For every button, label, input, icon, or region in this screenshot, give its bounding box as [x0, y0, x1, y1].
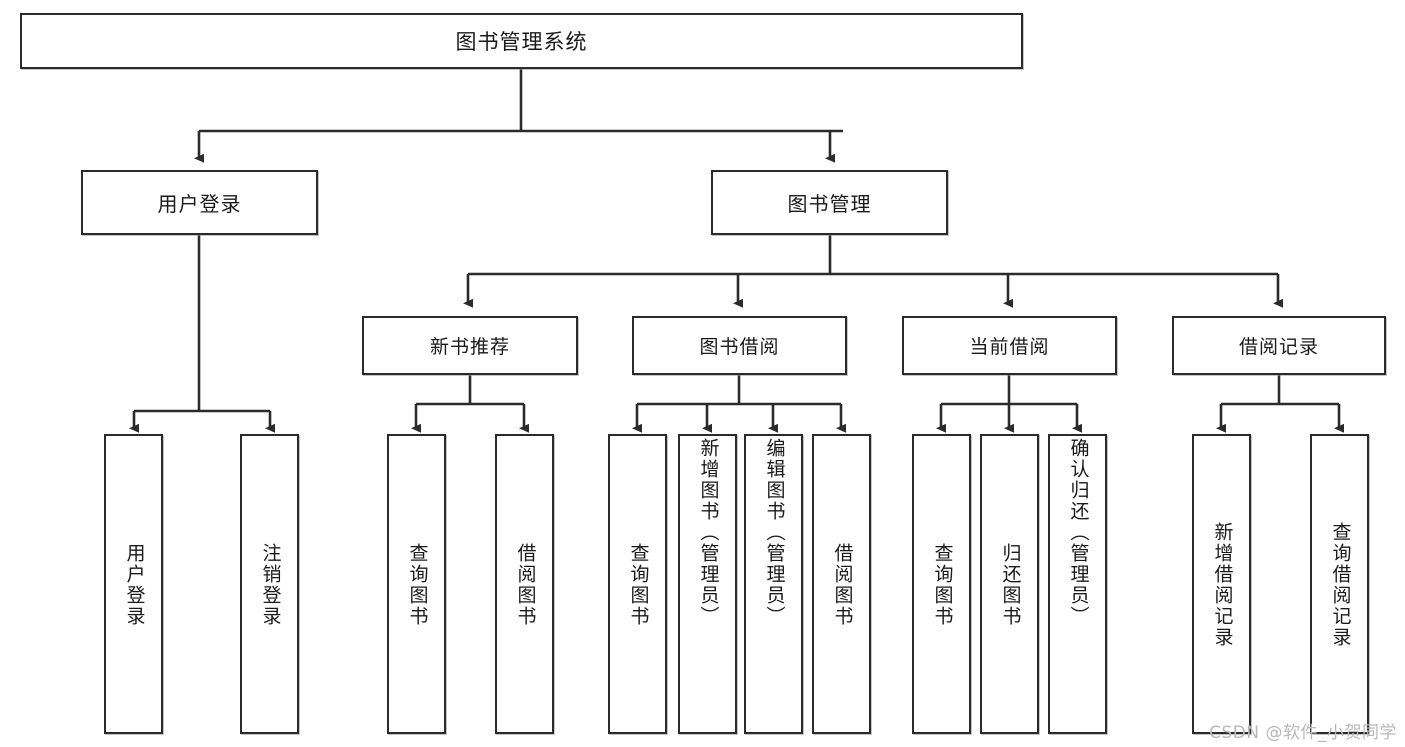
leaf-add-record[interactable]: 新增借阅记录: [1192, 434, 1251, 734]
leaf-edit-book[interactable]: 编辑图书（管理员）: [744, 434, 803, 734]
node-root-label: 图书管理系统: [455, 30, 588, 54]
leaf-query-book-2-label: 查询图书: [627, 543, 650, 627]
leaf-query-record[interactable]: 查询借阅记录: [1310, 434, 1369, 734]
leaf-query-record-label: 查询借阅记录: [1329, 522, 1352, 648]
leaf-return-book-label: 归还图书: [999, 543, 1022, 627]
node-current-borrow-label: 当前借阅: [969, 336, 1050, 358]
leaf-confirm-return-label: 确认归还（管理员）: [1067, 438, 1090, 627]
leaf-borrow-book-1-label: 借阅图书: [514, 543, 537, 627]
node-borrow-record[interactable]: 借阅记录: [1172, 316, 1386, 375]
leaf-edit-book-label: 编辑图书（管理员）: [763, 438, 786, 627]
node-book-manage-label: 图书管理: [787, 192, 872, 216]
node-user-login[interactable]: 用户登录: [81, 170, 318, 235]
node-book-manage[interactable]: 图书管理: [711, 170, 948, 235]
node-new-book-recommend-label: 新书推荐: [429, 336, 510, 358]
leaf-borrow-book-2[interactable]: 借阅图书: [812, 434, 871, 734]
leaf-return-book[interactable]: 归还图书: [980, 434, 1039, 734]
leaf-add-book[interactable]: 新增图书（管理员）: [678, 434, 737, 734]
node-root[interactable]: 图书管理系统: [20, 13, 1023, 69]
node-user-login-label: 用户登录: [157, 192, 242, 216]
leaf-logout-login-label: 注销登录: [259, 543, 282, 627]
leaf-query-book-1-label: 查询图书: [406, 543, 429, 627]
node-new-book-recommend[interactable]: 新书推荐: [362, 316, 578, 375]
leaf-borrow-book-1[interactable]: 借阅图书: [495, 434, 554, 734]
node-current-borrow[interactable]: 当前借阅: [902, 316, 1117, 375]
node-book-borrow-label: 图书借阅: [699, 336, 780, 358]
watermark-text: CSDN @软件_小贺同学: [1209, 723, 1397, 743]
leaf-user-login-label: 用户登录: [123, 543, 146, 627]
node-borrow-record-label: 借阅记录: [1238, 336, 1319, 358]
leaf-query-book-3-label: 查询图书: [931, 543, 954, 627]
leaf-user-login[interactable]: 用户登录: [104, 434, 163, 734]
leaf-confirm-return[interactable]: 确认归还（管理员）: [1048, 434, 1107, 734]
leaf-add-record-label: 新增借阅记录: [1211, 522, 1234, 648]
leaf-add-book-label: 新增图书（管理员）: [697, 438, 720, 627]
leaf-query-book-3[interactable]: 查询图书: [912, 434, 971, 734]
node-book-borrow[interactable]: 图书借阅: [632, 316, 847, 375]
leaf-query-book-2[interactable]: 查询图书: [608, 434, 667, 734]
leaf-logout-login[interactable]: 注销登录: [240, 434, 299, 734]
leaf-query-book-1[interactable]: 查询图书: [387, 434, 446, 734]
leaf-borrow-book-2-label: 借阅图书: [831, 543, 854, 627]
